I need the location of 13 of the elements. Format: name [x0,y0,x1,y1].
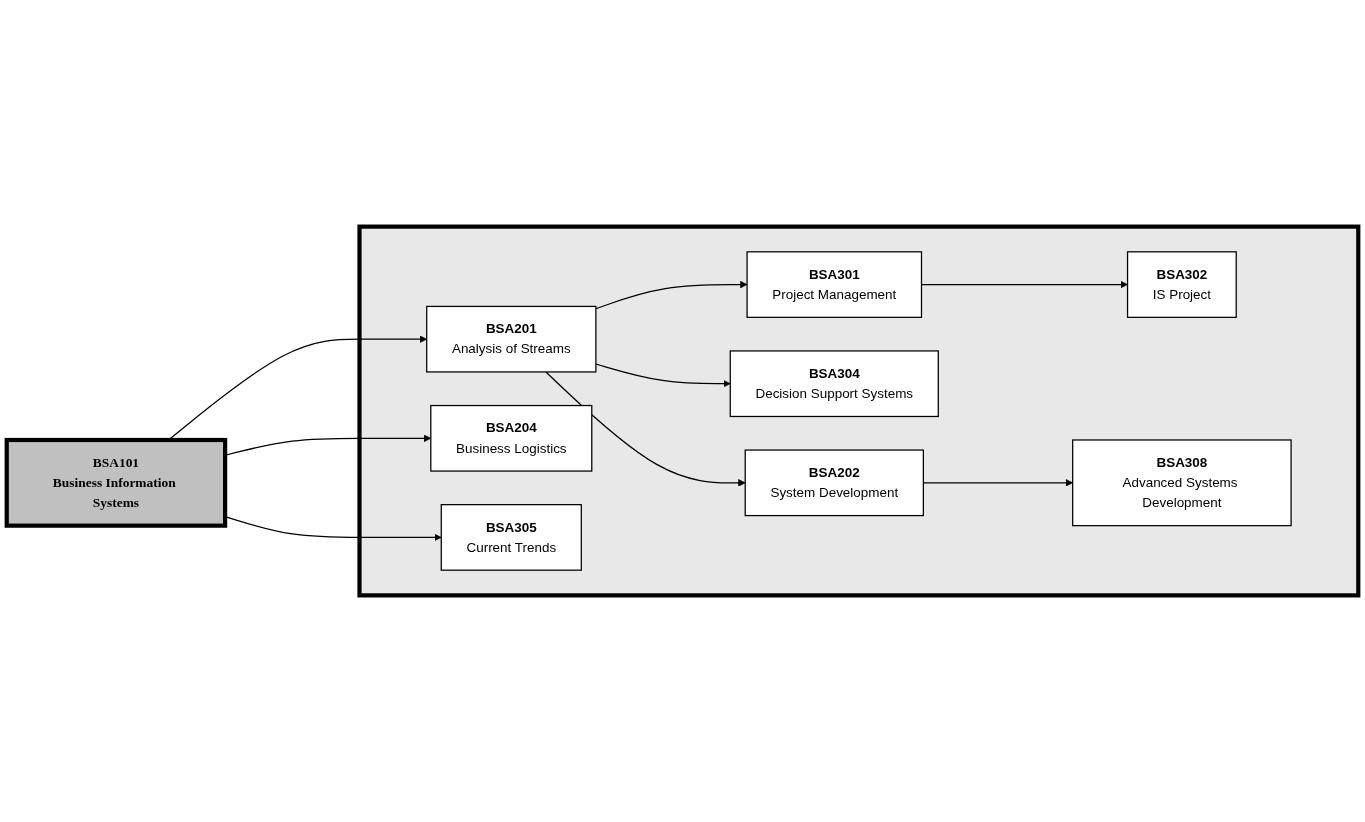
node-box: BSA304 Decision Support Systems [729,350,939,418]
arrow [595,280,748,310]
node-box: BSA201 Analysis of Streams [426,305,597,373]
node-box: BSA202 System Development [744,449,924,517]
node-box: BSA308 Advanced Systems Development [1072,439,1292,527]
cluster [357,224,1361,598]
node-box: BSA101 Business Information Systems [4,437,228,528]
arrow [595,363,731,388]
node-box: BSA302 IS Project [1126,251,1237,318]
node-box: BSA204 Business Logistics [430,404,593,472]
arrow [545,371,746,487]
node-box: BSA301 Project Management [746,251,923,318]
node-box: BSA305 Current Trends [440,504,582,571]
